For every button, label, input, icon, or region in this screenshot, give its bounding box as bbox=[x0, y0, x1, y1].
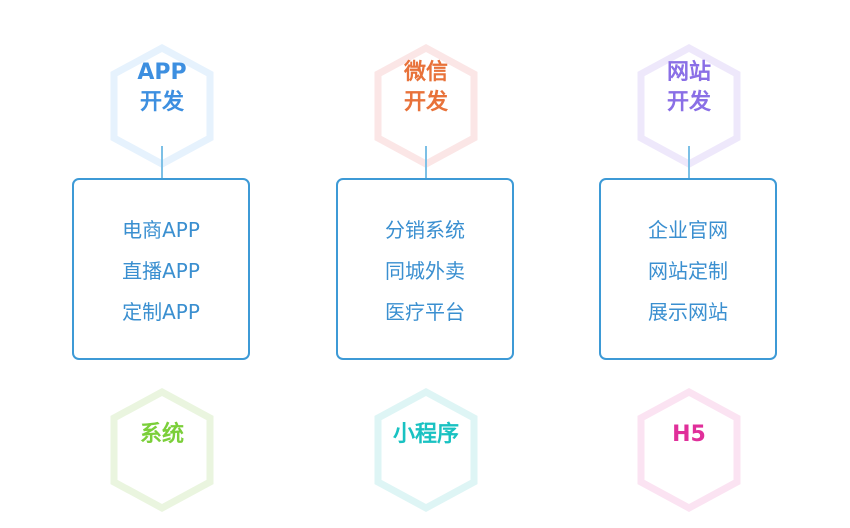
service-card: 分销系统 同城外卖 医疗平台 bbox=[336, 178, 514, 360]
service-item-list: 分销系统 同城外卖 医疗平台 bbox=[338, 180, 512, 333]
service-title: 微信 开发 bbox=[326, 58, 526, 118]
title-line-1: 微信 bbox=[403, 60, 448, 85]
service-item[interactable]: 直播APP bbox=[122, 259, 200, 283]
service-item-list: 企业官网 网站定制 展示网站 bbox=[601, 180, 775, 333]
service-item[interactable]: 定制APP bbox=[122, 300, 200, 324]
title-line-1: 网站 bbox=[666, 60, 711, 85]
connector-line bbox=[425, 146, 427, 178]
hexagon-badge bbox=[62, 388, 262, 528]
service-item[interactable]: 企业官网 bbox=[648, 218, 728, 242]
title-line-1: APP bbox=[137, 60, 187, 85]
hexagon-icon bbox=[110, 388, 214, 512]
service-title: 系统 bbox=[139, 422, 184, 447]
service-item[interactable]: 分销系统 bbox=[385, 218, 465, 242]
service-item[interactable]: 网站定制 bbox=[648, 259, 728, 283]
service-card: 电商APP 直播APP 定制APP bbox=[72, 178, 250, 360]
service-card: 企业官网 网站定制 展示网站 bbox=[599, 178, 777, 360]
hexagon-icon bbox=[374, 388, 478, 512]
hexagon-icon bbox=[637, 388, 741, 512]
service-item[interactable]: 电商APP bbox=[122, 218, 200, 242]
title-line-2: 开发 bbox=[139, 90, 184, 115]
service-title: 小程序 bbox=[392, 422, 459, 447]
connector-line bbox=[688, 146, 690, 178]
service-item-list: 电商APP 直播APP 定制APP bbox=[74, 180, 248, 333]
service-title: H5 bbox=[672, 422, 706, 447]
title-line-2: 开发 bbox=[403, 90, 448, 115]
hexagon-badge bbox=[589, 388, 789, 528]
title-line-2: 开发 bbox=[666, 90, 711, 115]
service-title: 网站 开发 bbox=[589, 58, 789, 118]
hexagon-badge bbox=[326, 388, 526, 528]
service-item[interactable]: 同城外卖 bbox=[385, 259, 465, 283]
service-item[interactable]: 展示网站 bbox=[648, 300, 728, 324]
service-item[interactable]: 医疗平台 bbox=[385, 300, 465, 324]
service-title: APP 开发 bbox=[62, 58, 262, 118]
connector-line bbox=[161, 146, 163, 178]
